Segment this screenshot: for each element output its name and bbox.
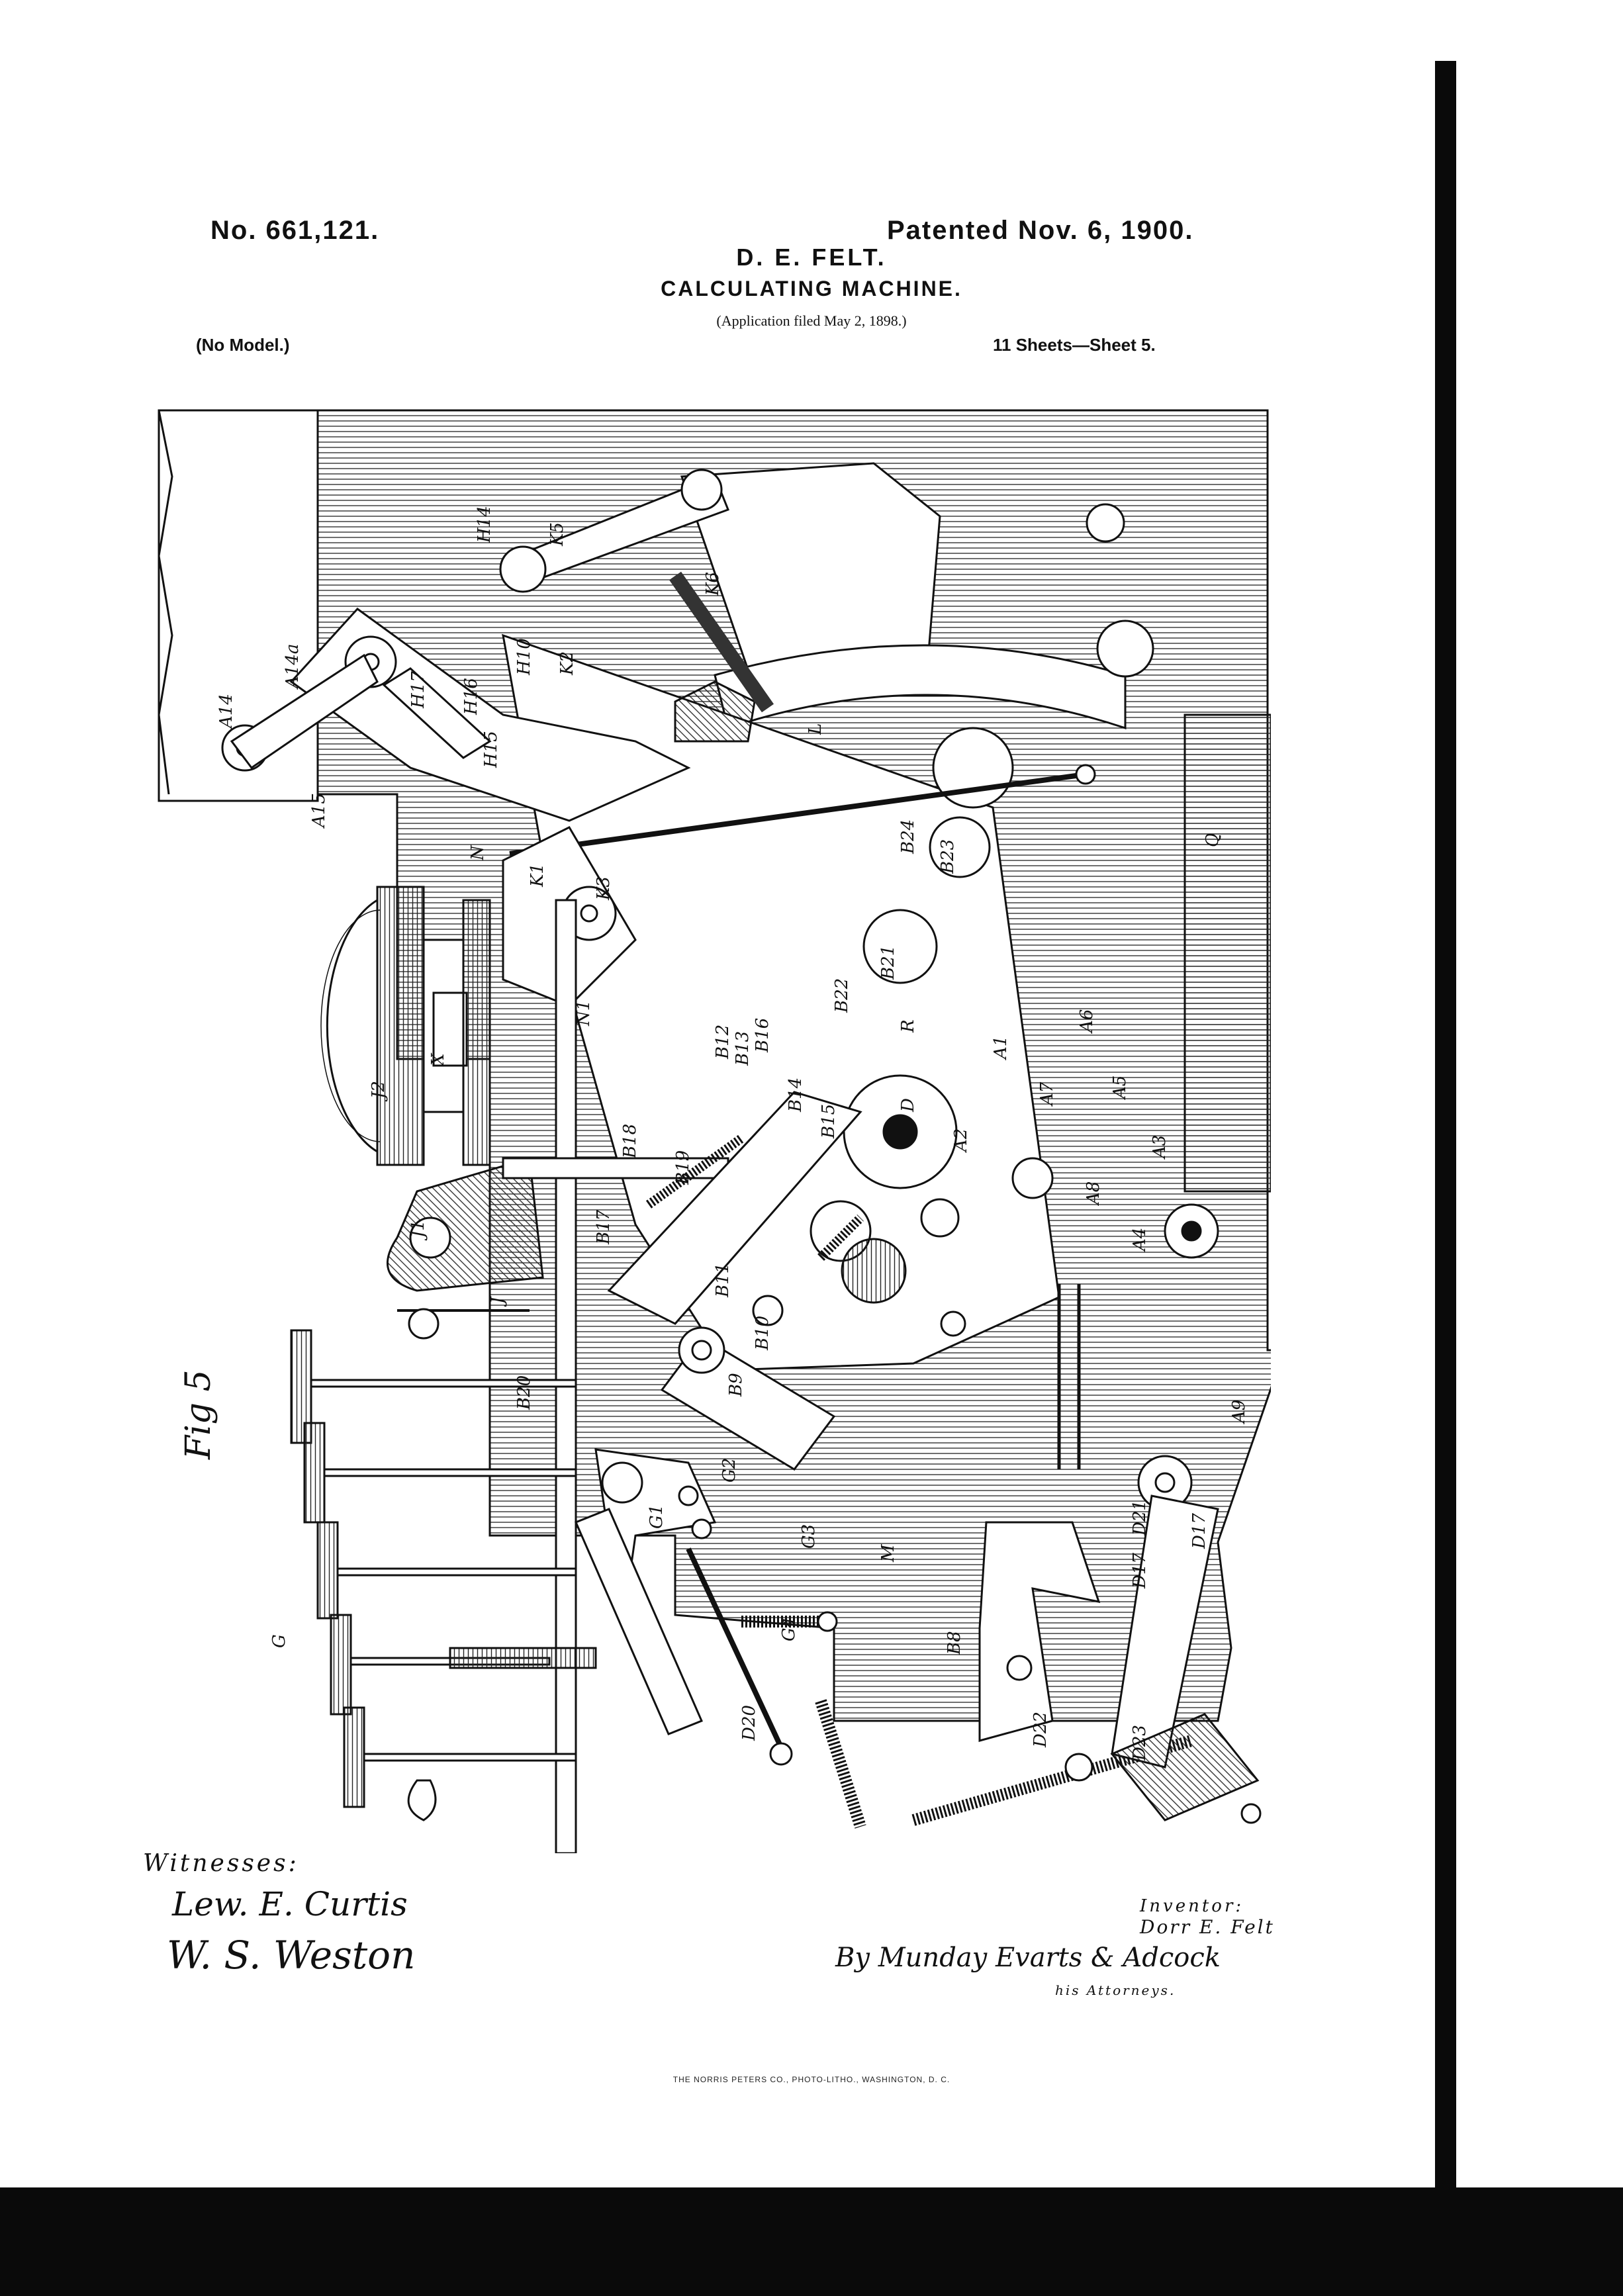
witnesses-label: Witnesses: <box>143 1850 299 1877</box>
inventor-header: D. E. FELT. <box>736 244 887 271</box>
part-label: B23 <box>938 839 958 874</box>
inventor-label: Inventor: <box>1140 1896 1244 1916</box>
part-label: D23 <box>1130 1725 1150 1761</box>
part-label: B19 <box>673 1150 693 1185</box>
part-label: H17 <box>408 671 428 709</box>
part-label: J2 <box>369 1081 389 1102</box>
part-label: B21 <box>878 945 898 980</box>
part-label: D17 <box>1130 1553 1150 1589</box>
part-label: B18 <box>620 1124 640 1159</box>
scan-border-bottom <box>0 2187 1623 2296</box>
upper-mechanism <box>221 462 1219 1371</box>
part-label: B14 <box>786 1078 806 1113</box>
inventor-signature: Dorr E. Felt <box>1140 1916 1275 1938</box>
witness-signature-2: W. S. Weston <box>167 1933 416 1978</box>
part-label: B9 <box>726 1373 746 1397</box>
part-label: N1 <box>574 1000 594 1027</box>
part-label: A15 <box>309 793 329 829</box>
part-label: D17 <box>1189 1513 1209 1549</box>
part-label: A1 <box>991 1036 1011 1060</box>
part-label: D21 <box>1130 1500 1150 1536</box>
part-label: D20 <box>739 1705 759 1741</box>
part-label: A14a <box>283 644 302 690</box>
part-label: A8 <box>1084 1181 1103 1206</box>
model-note: (No Model.) <box>196 335 290 355</box>
part-label: B22 <box>832 978 852 1013</box>
part-label: B12 <box>713 1025 733 1060</box>
part-label: B20 <box>514 1375 534 1410</box>
key-stems <box>290 1329 597 1821</box>
patent-drawing: A14 A14a A15 H14 H17 H16 H15 H10 K2 K6 K… <box>158 409 1271 1853</box>
part-label: D <box>898 1098 918 1113</box>
application-filed: (Application filed May 2, 1898.) <box>716 312 907 329</box>
part-label: B8 <box>945 1631 964 1655</box>
part-label: B16 <box>753 1018 772 1053</box>
part-label: A6 <box>1077 1009 1097 1034</box>
part-label: A2 <box>951 1128 971 1153</box>
part-label: H14 <box>475 506 494 543</box>
part-label: J <box>488 1296 508 1307</box>
part-label: H10 <box>514 638 534 676</box>
part-label: A9 <box>1229 1400 1249 1424</box>
scan-border-right <box>1435 61 1456 2245</box>
attorneys-signature: By Munday Evarts & Adcock <box>835 1943 1221 1973</box>
printer-credit: THE NORRIS PETERS CO., PHOTO-LITHO., WAS… <box>672 2075 951 2084</box>
patented-date: Patented Nov. 6, 1900. <box>887 216 1194 245</box>
part-label: D22 <box>1031 1712 1050 1748</box>
patent-title: CALCULATING MACHINE. <box>661 277 962 300</box>
part-label: G1 <box>647 1504 667 1529</box>
part-label: X <box>428 1052 448 1067</box>
part-label: G4 <box>779 1617 799 1641</box>
part-label: A7 <box>1037 1081 1057 1107</box>
sheet-count: 11 Sheets—Sheet 5. <box>993 335 1156 355</box>
part-label: H15 <box>481 731 501 768</box>
part-label: G3 <box>799 1524 819 1549</box>
figure-part-labels: A14 A14a A15 H14 H17 H16 H15 H10 K2 K6 K… <box>216 506 1249 1761</box>
central-levers <box>502 899 1262 1853</box>
part-label: A5 <box>1110 1076 1130 1100</box>
part-label: J1 <box>408 1220 428 1241</box>
attorneys-label: his Attorneys. <box>1055 1982 1176 1998</box>
part-label: G <box>269 1634 289 1648</box>
part-label: Q <box>1203 833 1223 847</box>
part-label: B24 <box>898 819 918 854</box>
part-label: B17 <box>594 1209 614 1245</box>
part-label: B13 <box>733 1031 753 1066</box>
part-label: A3 <box>1150 1135 1170 1160</box>
part-label: K2 <box>557 651 577 676</box>
witness-signature-1: Lew. E. Curtis <box>172 1885 408 1923</box>
part-label: N <box>468 845 488 861</box>
part-label: H16 <box>461 678 481 715</box>
part-label: K1 <box>528 863 547 888</box>
part-label: B11 <box>713 1263 733 1298</box>
part-label: K6 <box>703 572 723 596</box>
part-label: A4 <box>1130 1228 1150 1252</box>
part-label: B10 <box>753 1316 772 1351</box>
part-label: G2 <box>719 1458 739 1483</box>
part-label: B15 <box>819 1104 839 1139</box>
part-label: R <box>898 1019 918 1033</box>
part-label: K3 <box>594 876 614 901</box>
part-label: K5 <box>547 522 567 547</box>
part-label: M <box>878 1543 898 1563</box>
part-label: L <box>806 723 825 735</box>
patent-number: No. 661,121. <box>210 216 380 245</box>
part-label: A14 <box>216 694 236 729</box>
